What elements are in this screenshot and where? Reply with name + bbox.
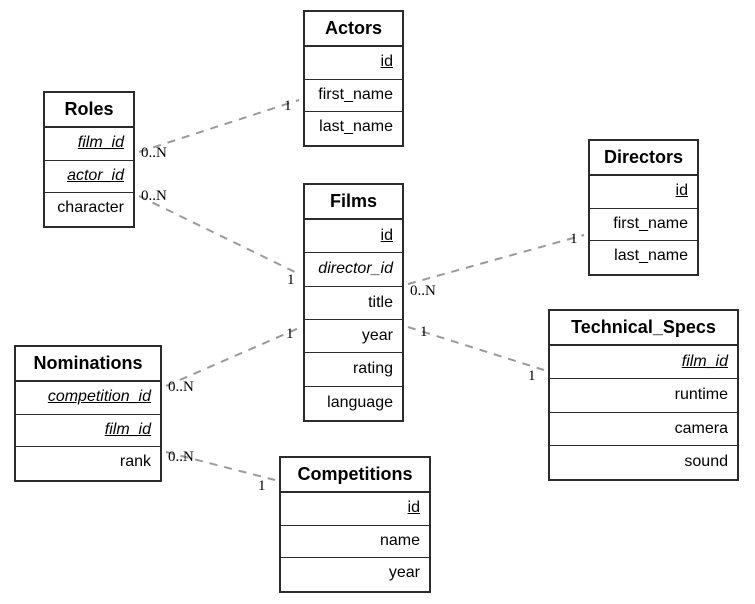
attribute-actors-id[interactable]: id (305, 47, 402, 80)
attribute-technical_specs-film_id[interactable]: film_id (550, 346, 737, 380)
attribute-label: film_id (77, 134, 124, 151)
entity-directors[interactable]: Directors id first_name last_name (588, 139, 699, 276)
attribute-label: competition_id (47, 388, 151, 405)
attribute-label: first_name (613, 214, 688, 232)
attribute-label: film_id (681, 353, 728, 370)
attribute-label: name (379, 531, 420, 549)
attribute-label: last_name (614, 247, 688, 265)
attribute-roles-character[interactable]: character (45, 193, 133, 226)
attribute-films-year[interactable]: year (305, 320, 402, 354)
attribute-label: title (368, 293, 393, 311)
attribute-nominations-competition_id[interactable]: competition_id (16, 382, 160, 415)
relationship-edge-films-technical_specs (407, 326, 545, 371)
entity-roles[interactable]: Roles film_id actor_id character (43, 91, 135, 228)
attribute-films-language[interactable]: language (305, 387, 402, 420)
attribute-label: camera (674, 419, 728, 437)
attribute-technical_specs-camera[interactable]: camera (550, 413, 737, 446)
attribute-label: id (407, 499, 420, 516)
attribute-label: year (361, 326, 393, 344)
attribute-films-director_id[interactable]: director_id (305, 253, 402, 287)
attribute-actors-last_name[interactable]: last_name (305, 112, 402, 145)
attribute-nominations-film_id[interactable]: film_id (16, 415, 160, 448)
attribute-label: actor_id (67, 166, 124, 184)
cardinality-label-films-directors-from: 0..N (410, 283, 436, 299)
relationship-edge-roles-films (138, 195, 300, 275)
attribute-roles-film_id[interactable]: film_id (45, 128, 133, 161)
attribute-label: language (327, 393, 393, 411)
cardinality-label-films-technical_specs-to: 1 (528, 368, 536, 384)
cardinality-label-films-directors-to: 1 (570, 231, 578, 247)
attribute-nominations-rank[interactable]: rank (16, 447, 160, 480)
attribute-label: director_id (318, 260, 393, 278)
attribute-technical_specs-sound[interactable]: sound (550, 446, 737, 479)
entity-title-technical_specs: Technical_Specs (550, 311, 737, 346)
attribute-films-id[interactable]: id (305, 220, 402, 254)
cardinality-label-roles-actors-from: 0..N (141, 145, 167, 161)
attribute-label: id (380, 227, 393, 244)
entity-title-nominations: Nominations (16, 347, 160, 382)
attribute-actors-first_name[interactable]: first_name (305, 80, 402, 113)
attribute-label: first_name (318, 85, 393, 103)
entity-title-directors: Directors (590, 141, 697, 176)
attribute-directors-last_name[interactable]: last_name (590, 241, 697, 274)
relationship-edge-films-directors (407, 234, 585, 285)
attribute-label: rank (119, 453, 151, 471)
attribute-label: last_name (319, 118, 393, 136)
attribute-label: runtime (674, 386, 728, 404)
entity-competitions[interactable]: Competitions id name year (279, 456, 431, 593)
cardinality-label-nominations-competitions-from: 0..N (168, 449, 194, 465)
cardinality-label-nominations-films-from: 0..N (168, 379, 194, 395)
attribute-films-rating[interactable]: rating (305, 353, 402, 387)
relationship-edge-nominations-films (165, 327, 300, 387)
attribute-competitions-name[interactable]: name (281, 526, 429, 559)
entity-title-films: Films (305, 185, 402, 220)
entity-title-actors: Actors (305, 12, 402, 47)
attribute-label: sound (684, 452, 728, 470)
cardinality-label-films-technical_specs-from: 1 (420, 324, 428, 340)
attribute-label: film_id (104, 420, 151, 438)
attribute-competitions-id[interactable]: id (281, 493, 429, 526)
attribute-technical_specs-runtime[interactable]: runtime (550, 379, 737, 413)
cardinality-label-roles-films-to: 1 (287, 272, 295, 288)
cardinality-label-nominations-competitions-to: 1 (258, 478, 266, 494)
entity-title-roles: Roles (45, 93, 133, 128)
cardinality-label-roles-actors-to: 1 (284, 98, 292, 114)
attribute-directors-first_name[interactable]: first_name (590, 209, 697, 242)
attribute-label: id (675, 182, 688, 199)
attribute-label: id (380, 53, 393, 70)
attribute-label: character (57, 199, 124, 217)
attribute-label: rating (352, 360, 393, 378)
attribute-films-title[interactable]: title (305, 287, 402, 320)
cardinality-label-roles-films-from: 0..N (141, 188, 167, 204)
entity-title-competitions: Competitions (281, 458, 429, 493)
attribute-directors-id[interactable]: id (590, 176, 697, 209)
entity-actors[interactable]: Actors id first_name last_name (303, 10, 404, 147)
attribute-competitions-year[interactable]: year (281, 558, 429, 591)
attribute-label: year (388, 564, 420, 582)
attribute-roles-actor_id[interactable]: actor_id (45, 161, 133, 194)
cardinality-label-nominations-films-to: 1 (286, 326, 294, 342)
